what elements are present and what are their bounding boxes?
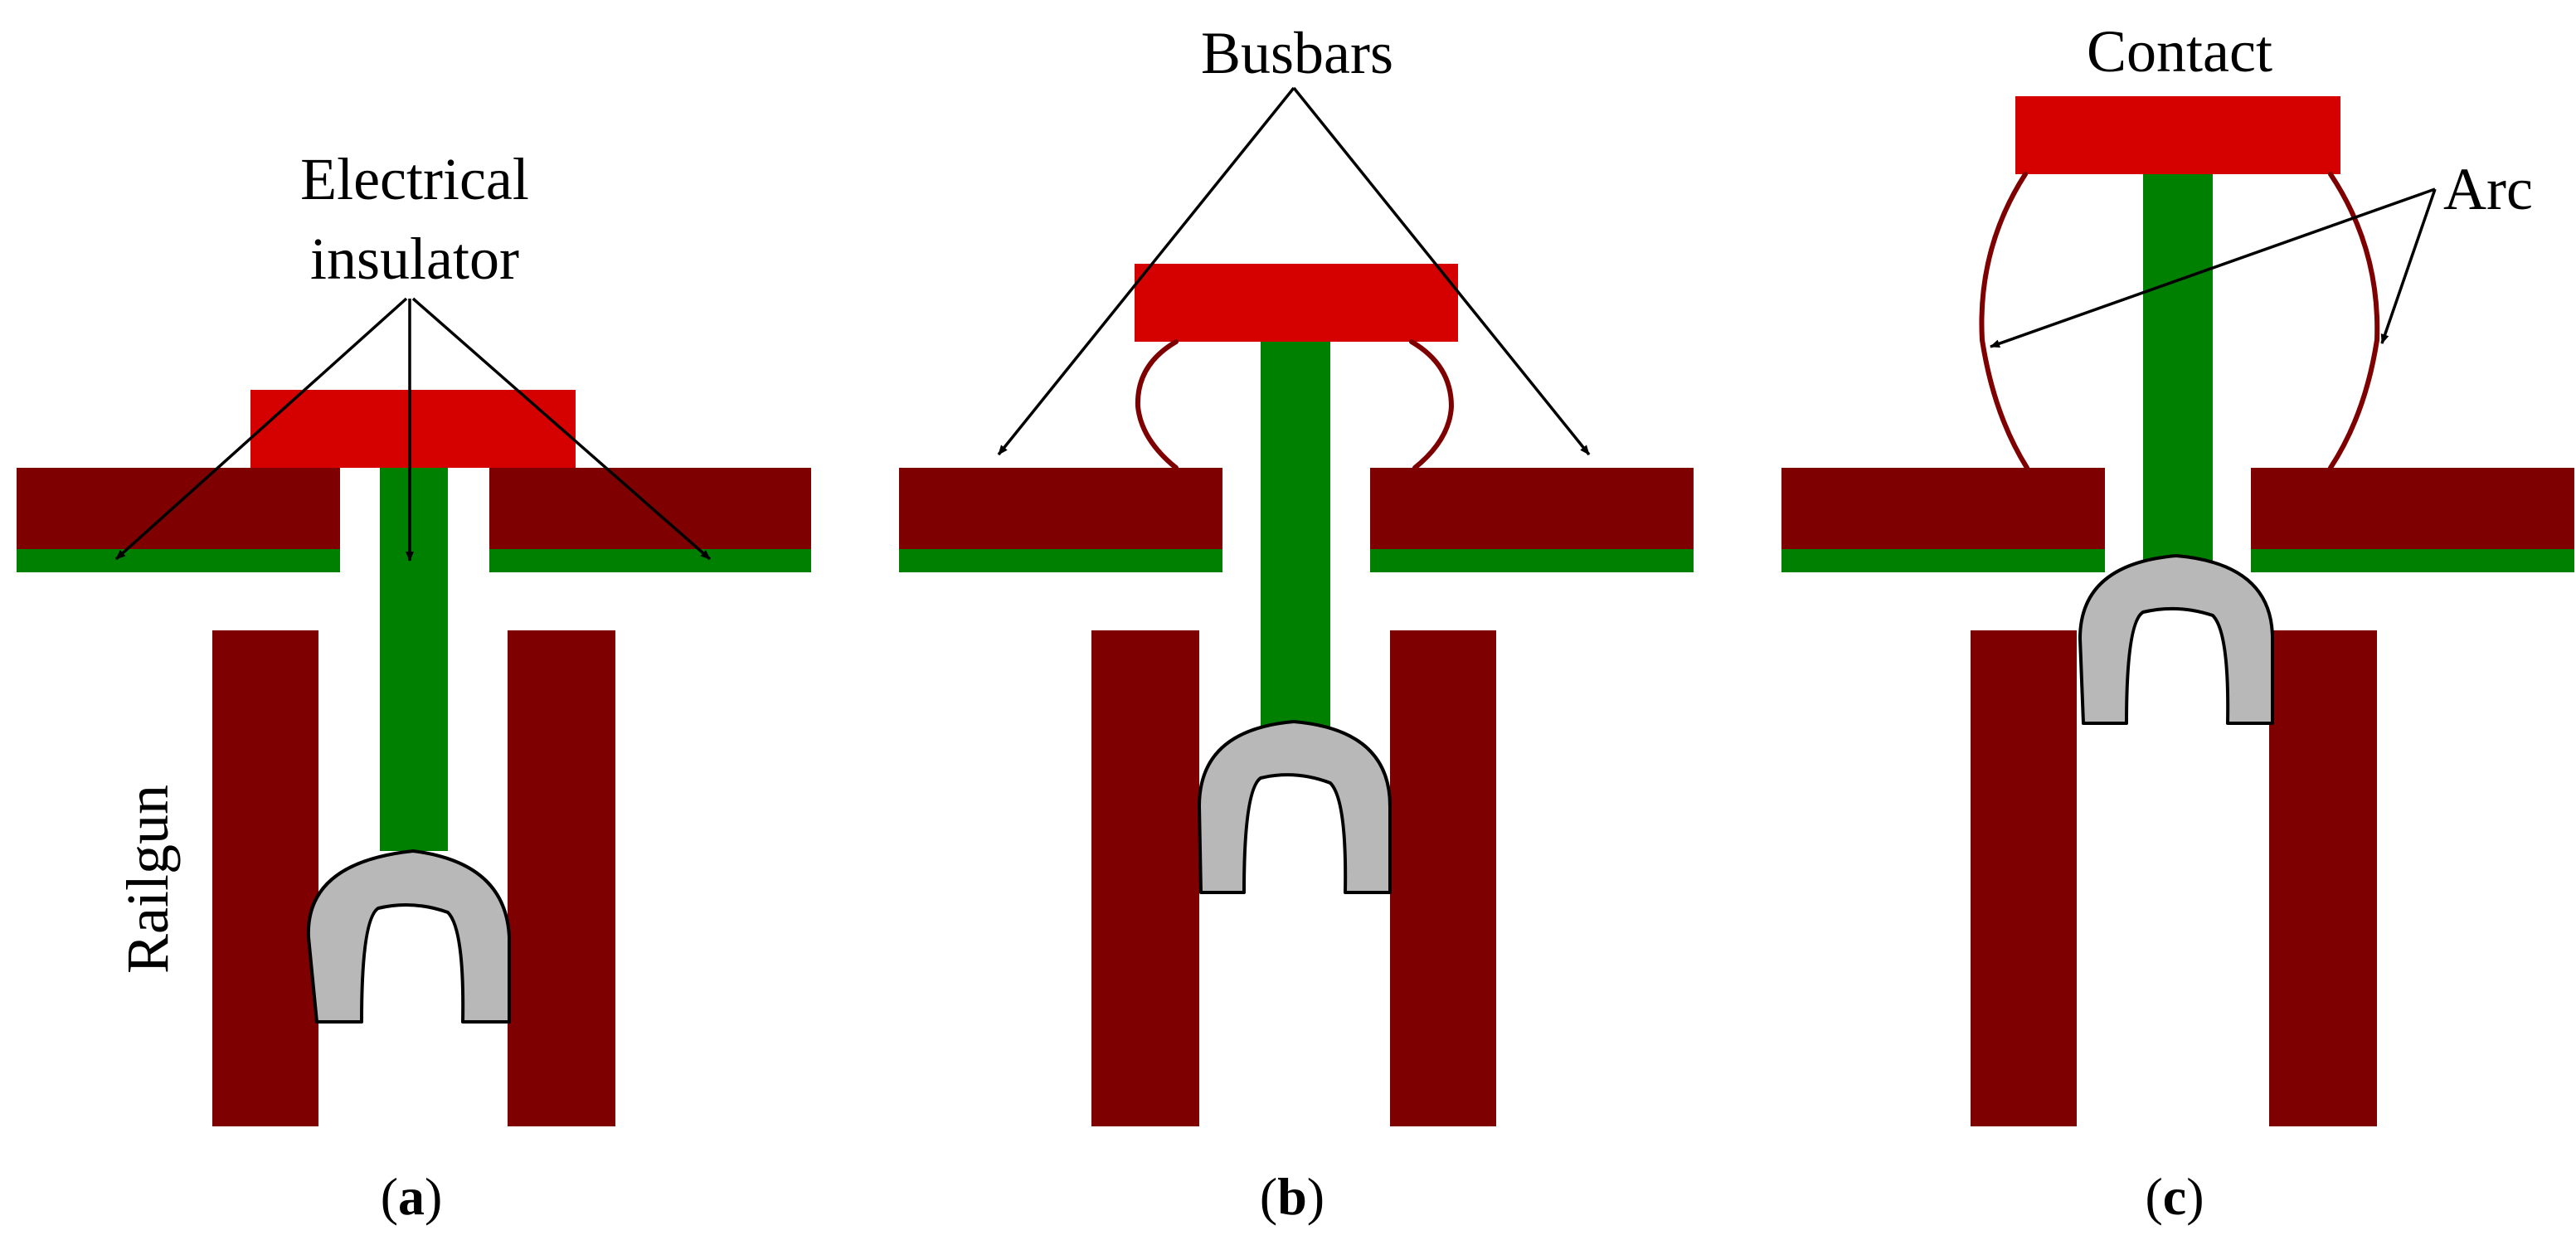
arc-label: Arc (2443, 156, 2533, 222)
panel-a: Electrical insulator Railgun (a) (17, 146, 811, 1226)
arc-right (1409, 339, 1455, 470)
insulator-strip-left (17, 549, 340, 572)
insulator-rod (2143, 174, 2213, 564)
contact-plate (2015, 96, 2340, 174)
railgun-label: Railgun (114, 785, 181, 974)
contact-plate (1135, 264, 1458, 342)
panel-c: Contact Arc (c) (1781, 18, 2574, 1226)
arrow-insulator-left (114, 297, 408, 561)
arc-left (1135, 339, 1179, 470)
insulator-rod (1261, 338, 1330, 728)
busbar-right (1370, 468, 1694, 549)
armature (306, 849, 511, 1024)
contact-label: Contact (2087, 18, 2272, 85)
arc-left (1979, 172, 2029, 470)
panel-c-caption: (c) (2145, 1167, 2204, 1226)
electrical-insulator-label-line1: Electrical (300, 146, 529, 212)
electrical-insulator-label-line2: insulator (310, 226, 519, 292)
insulator-strip-right (1370, 549, 1694, 572)
railgun-rail-left (1971, 630, 2077, 1126)
busbar-left (1781, 468, 2105, 549)
busbar-left (899, 468, 1222, 549)
insulator-strip-right (489, 549, 811, 572)
arrow-arc-right (2380, 188, 2437, 344)
busbar-left (17, 468, 340, 549)
arrow-arc-left (1990, 187, 2436, 348)
insulator-strip-left (1781, 549, 2105, 572)
panel-b: Busbars (b) (899, 20, 1694, 1226)
railgun-rail-right (2269, 630, 2377, 1126)
railgun-rail-left (1091, 630, 1199, 1126)
arrow-busbar-left (997, 86, 1295, 456)
busbars-label: Busbars (1201, 20, 1393, 86)
insulator-rod (380, 468, 448, 851)
contact-plate (250, 390, 576, 468)
arrow-insulator-right (411, 297, 712, 561)
armature (2078, 554, 2274, 725)
insulator-strip-left (899, 549, 1222, 572)
railgun-rail-right (508, 630, 615, 1126)
railgun-rail-left (212, 630, 318, 1126)
arrow-busbar-right (1292, 86, 1591, 456)
railgun-rail-right (1390, 630, 1496, 1126)
panel-a-caption: (a) (381, 1167, 443, 1226)
busbar-right (2251, 468, 2574, 549)
insulator-strip-right (2251, 549, 2574, 572)
armature (1198, 720, 1392, 894)
panel-b-caption: (b) (1260, 1167, 1324, 1226)
